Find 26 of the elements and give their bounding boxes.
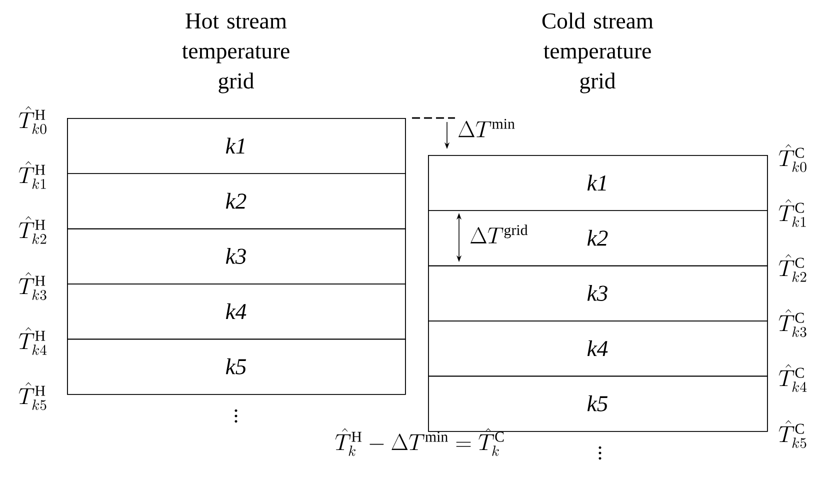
dimension-label: $\Delta T^{\mathrm{grid}}$ xyxy=(470,224,528,244)
temperature-label: $\hat{T}_{k3}^{\mathrm{C}}$ xyxy=(778,309,806,338)
temperature-label: $\hat{T}_{k0}^{\mathrm{C}}$ xyxy=(778,144,806,172)
temperature-label: $\hat{T}_{k2}^{\mathrm{C}}$ xyxy=(778,254,806,282)
grid-heading: Cold stream temperature grid xyxy=(542,12,654,94)
interval-cell: k1 xyxy=(67,118,406,174)
grid-heading: Hot stream temperature grid xyxy=(182,14,290,94)
interval-cell: k4 xyxy=(67,284,406,340)
temperature-label: $\hat{T}_{k3}^{\mathrm{H}}$ xyxy=(18,272,46,300)
temperature-label: $\hat{T}_{k5}^{\mathrm{H}}$ xyxy=(18,382,46,410)
interval-cell: k3 xyxy=(67,228,406,284)
temperature-label: $\hat{T}_{k0}^{\mathrm{H}}$ xyxy=(18,106,46,134)
interval-cell: k3 xyxy=(428,265,768,322)
interval-cell: k2 xyxy=(67,173,406,230)
temperature-label: $\hat{T}_{k5}^{\mathrm{C}}$ xyxy=(778,420,806,448)
interval-cell: k1 xyxy=(428,155,768,211)
dimension-label: $\Delta T^{\mathrm{min}}$ xyxy=(458,118,515,138)
interval-cell: k4 xyxy=(428,320,768,377)
interval-cell: k5 xyxy=(67,338,406,395)
ellipsis: $\vdots$ xyxy=(598,446,602,460)
temperature-label: $\hat{T}_{k4}^{\mathrm{H}}$ xyxy=(18,327,47,355)
temperature-label: $\hat{T}_{k1}^{\mathrm{H}}$ xyxy=(18,161,46,189)
temperature-label: $\hat{T}_{k2}^{\mathrm{H}}$ xyxy=(18,216,46,244)
ellipsis: $\vdots$ xyxy=(234,409,238,423)
temperature-label: $\hat{T}_{k4}^{\mathrm{C}}$ xyxy=(778,364,807,392)
temperature-label: $\hat{T}_{k1}^{\mathrm{C}}$ xyxy=(778,199,806,227)
